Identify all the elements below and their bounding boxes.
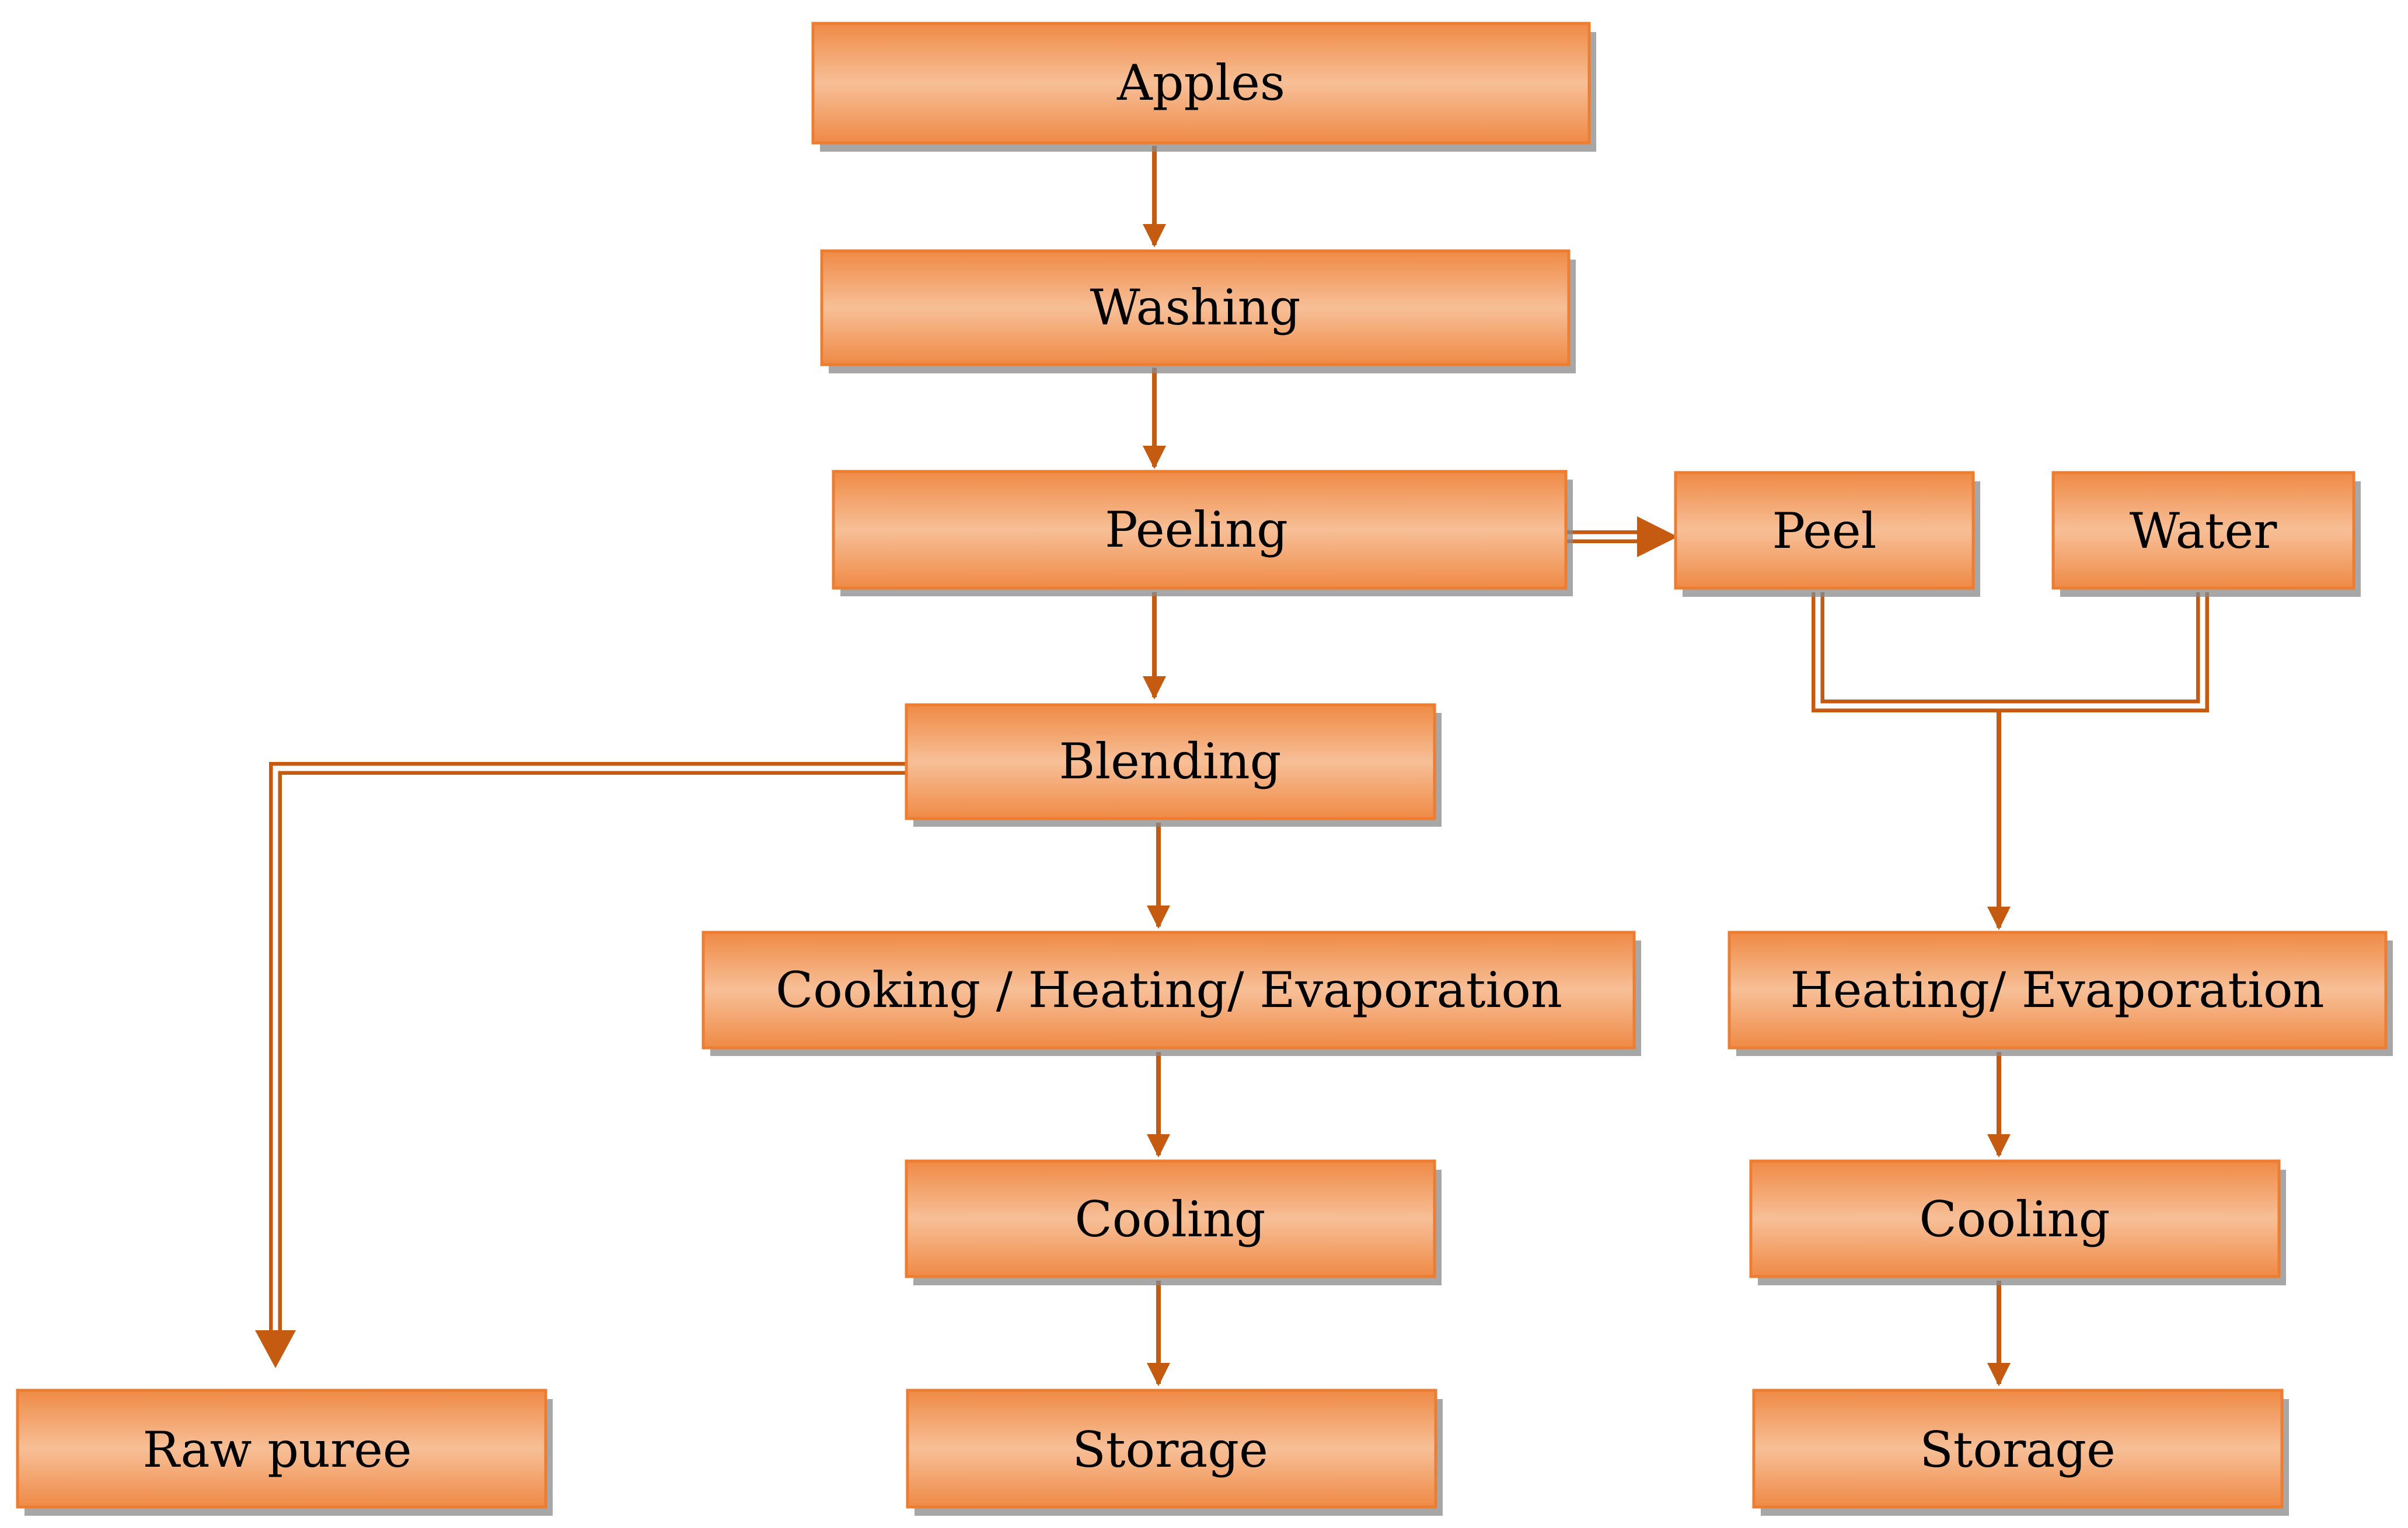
node-storage-right: Storage <box>1752 1389 2289 1516</box>
node-peel: Peel <box>1674 471 1980 597</box>
node-water: Water <box>2051 471 2361 597</box>
node-storage-left: Storage <box>906 1389 1443 1516</box>
edge-blending-raw-puree <box>255 762 906 1368</box>
node-label-water: Water <box>2130 502 2278 560</box>
node-label-apples: Apples <box>1116 54 1285 111</box>
node-blending: Blending <box>905 703 1442 827</box>
node-label-storage-left: Storage <box>1072 1421 1268 1478</box>
node-label-washing: Washing <box>1090 279 1300 336</box>
node-heating: Heating/ Evaporation <box>1728 931 2393 1056</box>
node-apples: Apples <box>811 22 1596 152</box>
node-label-cooling-left: Cooling <box>1074 1191 1265 1248</box>
node-label-storage-right: Storage <box>1920 1421 2116 1478</box>
node-cooking: Cooking / Heating/ Evaporation <box>702 931 1641 1056</box>
node-label-heating: Heating/ Evaporation <box>1790 961 2324 1019</box>
node-label-peel: Peel <box>1772 502 1876 560</box>
node-label-raw-puree: Raw puree <box>142 1421 411 1478</box>
node-cooling-left: Cooling <box>905 1159 1442 1285</box>
node-raw-puree: Raw puree <box>16 1389 553 1516</box>
node-label-cooling-right: Cooling <box>1919 1191 2110 1248</box>
edge-peel-water-join <box>1812 592 2209 712</box>
node-label-peeling: Peeling <box>1105 501 1288 558</box>
node-cooling-right: Cooling <box>1749 1159 2286 1285</box>
node-label-cooking: Cooking / Heating/ Evaporation <box>776 961 1562 1019</box>
node-washing: Washing <box>820 249 1576 373</box>
node-label-blending: Blending <box>1059 733 1282 790</box>
node-peeling: Peeling <box>832 470 1573 596</box>
